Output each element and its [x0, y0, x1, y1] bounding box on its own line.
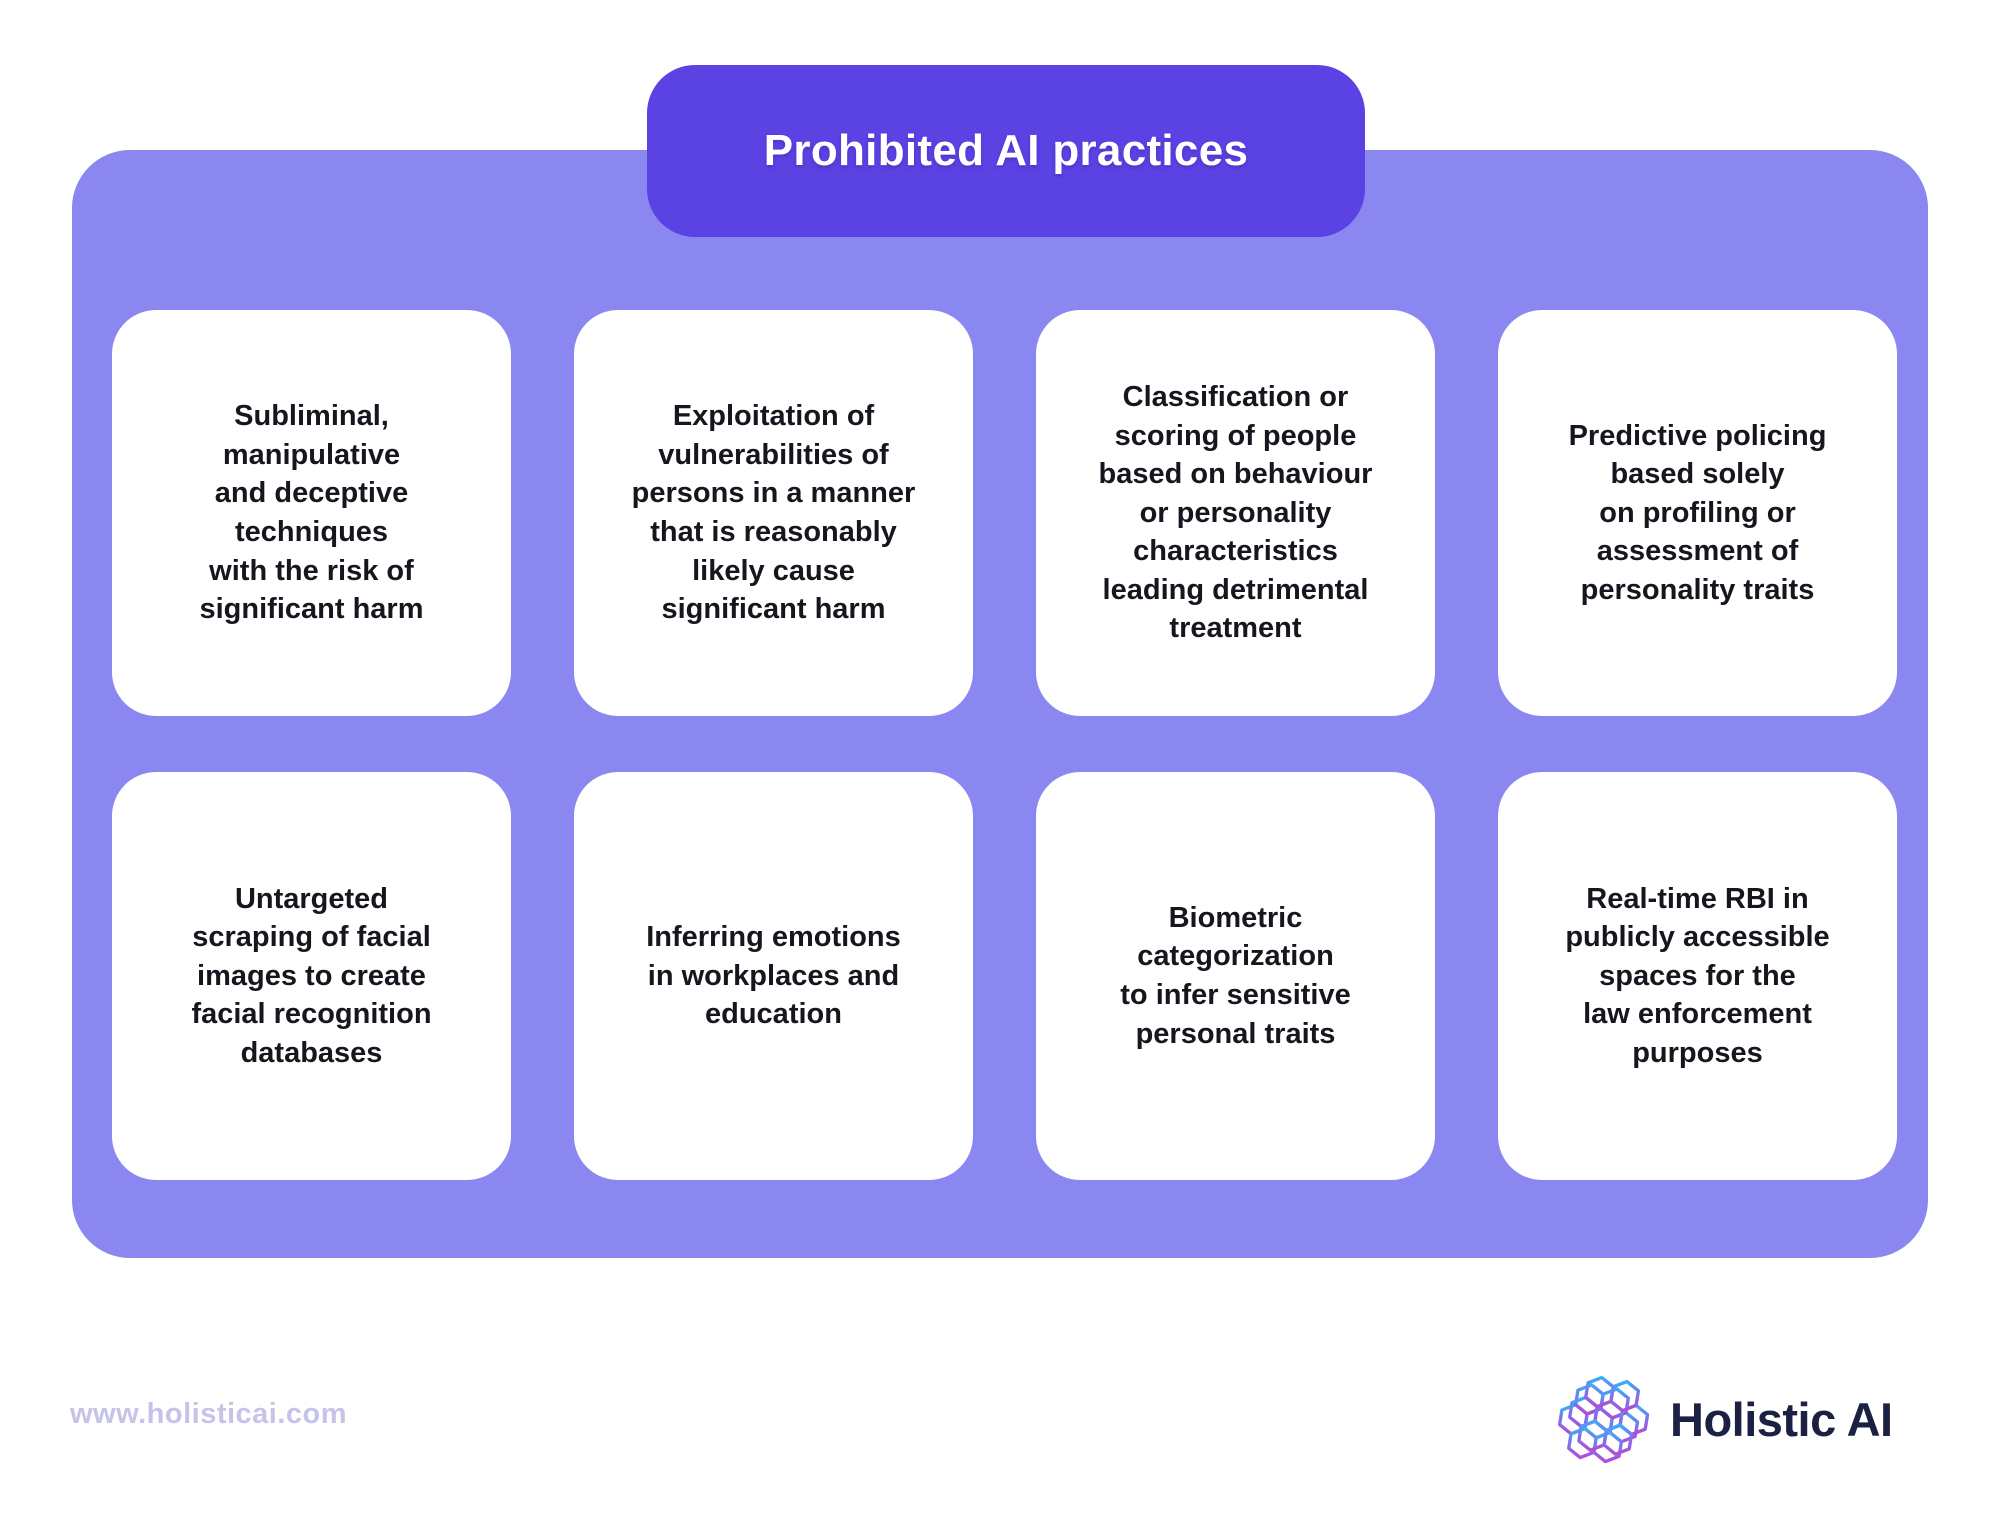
card-exploitation-of-vulnerabilities: Exploitation of vulnerabilities of perso…	[574, 310, 973, 716]
card-text: Real-time RBI in publicly accessible spa…	[1565, 882, 1830, 1069]
card-subliminal-techniques: Subliminal, manipulative and deceptive t…	[112, 310, 511, 716]
website-url: www.holisticai.com	[70, 1398, 348, 1430]
holistic-ai-logo: Holistic AI	[1554, 1370, 1893, 1468]
card-text: Exploitation of vulnerabilities of perso…	[631, 400, 916, 626]
card-classification-scoring: Classification or scoring of people base…	[1036, 310, 1435, 716]
card-text: Predictive policing based solely on prof…	[1568, 419, 1827, 606]
card-emotion-inference: Inferring emotions in workplaces and edu…	[574, 772, 973, 1180]
title-banner: Prohibited AI practices	[647, 65, 1365, 237]
card-realtime-rbi: Real-time RBI in publicly accessible spa…	[1498, 772, 1897, 1180]
honeycomb-logo-icon	[1557, 1375, 1650, 1464]
page-title: Prohibited AI practices	[763, 126, 1249, 175]
brand-name: Holistic AI	[1670, 1392, 1893, 1446]
card-text: Untargeted scraping of facial images to …	[191, 882, 432, 1069]
card-biometric-categorization: Biometric categorization to infer sensit…	[1036, 772, 1435, 1180]
card-text: Inferring emotions in workplaces and edu…	[646, 921, 901, 1031]
card-predictive-policing: Predictive policing based solely on prof…	[1498, 310, 1897, 716]
card-text: Subliminal, manipulative and deceptive t…	[199, 400, 424, 626]
card-untargeted-scraping: Untargeted scraping of facial images to …	[112, 772, 511, 1180]
card-text: Classification or scoring of people base…	[1098, 381, 1373, 645]
card-text: Biometric categorization to infer sensit…	[1120, 901, 1351, 1050]
practices-grid: Subliminal, manipulative and deceptive t…	[112, 310, 1898, 1180]
